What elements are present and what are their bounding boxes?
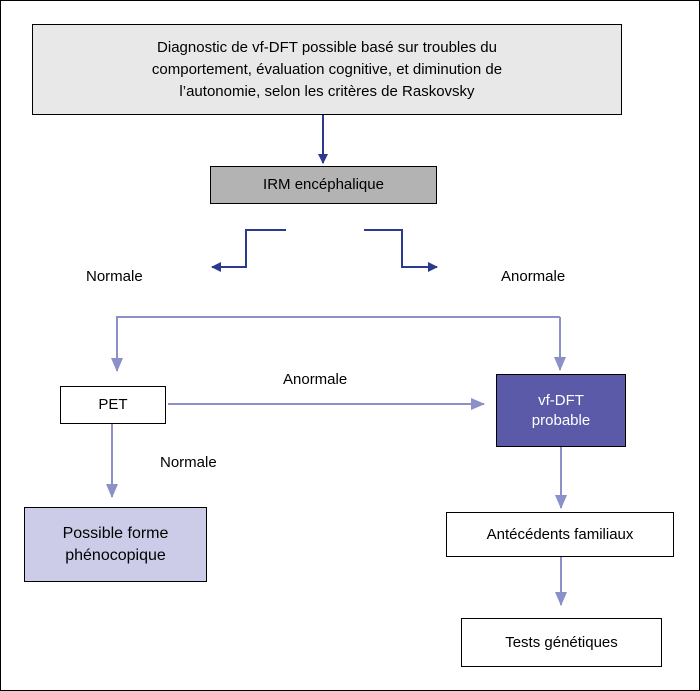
arrow-irm-to-abnormal <box>364 229 438 272</box>
genetic-box: Tests génétiques <box>461 618 662 667</box>
irm-label: IRM encéphalique <box>263 176 384 193</box>
vfdft-line-2: probable <box>531 411 591 429</box>
pet-label: PET <box>98 396 128 413</box>
pet-abnormal-label: Anormale <box>283 371 348 388</box>
pet-normal-label: Normale <box>160 454 217 471</box>
diagnostic-line-1: Diagnostic de vf-DFT possible basé sur t… <box>157 38 497 56</box>
genetic-label: Tests génétiques <box>505 633 618 651</box>
phenocopy-line-1: Possible forme <box>62 524 169 542</box>
arrow-bracket-to-pet <box>111 316 560 372</box>
diagnostic-line-3: l’autonomie, selon les critères de Rasko… <box>179 82 475 100</box>
pet-box: PET <box>60 386 166 424</box>
phenocopy-line-2: phénocopique <box>65 546 166 564</box>
vfdft-box: vf-DFT probable <box>496 374 626 447</box>
familial-label: Antécédents familiaux <box>486 525 634 543</box>
irm-normal-label: Normale <box>86 268 143 285</box>
arrow-irm-to-normal <box>211 229 286 272</box>
familial-box: Antécédents familiaux <box>446 512 674 557</box>
vfdft-line-1: vf-DFT <box>538 391 584 409</box>
diagnostic-box: Diagnostic de vf-DFT possible basé sur t… <box>32 24 622 115</box>
phenocopy-box: Possible forme phénocopique <box>24 507 207 582</box>
irm-abnormal-label: Anormale <box>501 268 566 285</box>
irm-box: IRM encéphalique <box>210 166 437 204</box>
diagnostic-line-2: comportement, évaluation cognitive, et d… <box>151 60 503 78</box>
